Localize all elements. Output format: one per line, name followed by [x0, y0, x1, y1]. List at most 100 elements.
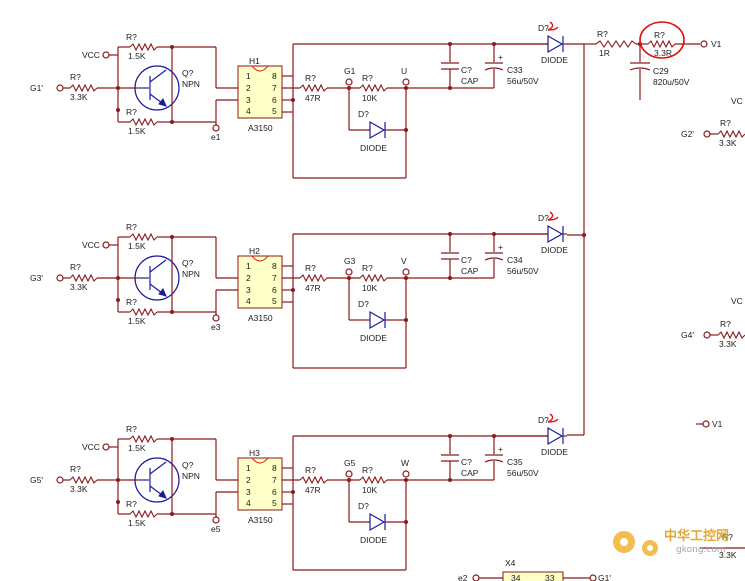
svg-text:R?: R?	[722, 532, 733, 542]
opto-part: A3150	[248, 123, 273, 133]
svg-text:6: 6	[272, 285, 277, 295]
svg-text:1.5K: 1.5K	[128, 443, 146, 453]
svg-text:33: 33	[545, 573, 555, 581]
svg-text:gkong.com: gkong.com	[676, 545, 726, 555]
vcc-label: VCC	[82, 442, 100, 452]
svg-text:3: 3	[246, 487, 251, 497]
cap-ref: C35	[507, 457, 523, 467]
svg-text:NPN: NPN	[182, 269, 200, 279]
emitter-label: e3	[211, 322, 221, 332]
svg-text:4: 4	[246, 106, 251, 116]
emitter-label: e5	[211, 524, 221, 534]
svg-text:C?: C?	[461, 457, 472, 467]
svg-text:47R: 47R	[305, 93, 321, 103]
svg-text:C29: C29	[653, 66, 669, 76]
svg-text:D?: D?	[538, 23, 549, 33]
svg-text:C?: C?	[461, 65, 472, 75]
svg-text:1: 1	[246, 71, 251, 81]
svg-text:3.3K: 3.3K	[719, 339, 737, 349]
svg-text:X4: X4	[505, 558, 516, 568]
svg-text:34: 34	[511, 573, 521, 581]
svg-text:8: 8	[272, 463, 277, 473]
opto-ref: H2	[249, 246, 260, 256]
gate-label: G5	[344, 458, 356, 468]
opto-part: A3150	[248, 515, 273, 525]
svg-text:CAP: CAP	[461, 76, 479, 86]
svg-text:10K: 10K	[362, 485, 377, 495]
svg-text:R?: R?	[126, 424, 137, 434]
svg-text:R?: R?	[126, 107, 137, 117]
cap-ref: C33	[507, 65, 523, 75]
cap-ref: C34	[507, 255, 523, 265]
svg-text:CAP: CAP	[461, 266, 479, 276]
top-right-labels: R? 1R R? 3.3R C29 820u/50V V1	[597, 29, 722, 87]
svg-text:1.5K: 1.5K	[128, 51, 146, 61]
svg-text:DIODE: DIODE	[360, 535, 387, 545]
svg-text:R?: R?	[70, 262, 81, 272]
input-label: G1'	[30, 83, 43, 93]
svg-text:R?: R?	[70, 464, 81, 474]
svg-text:4: 4	[246, 296, 251, 306]
svg-text:3.3K: 3.3K	[719, 550, 737, 560]
emitter-label: e1	[211, 132, 221, 142]
svg-text:D?: D?	[358, 501, 369, 511]
svg-text:1: 1	[246, 463, 251, 473]
svg-text:1.5K: 1.5K	[128, 518, 146, 528]
channel-3: G5'R?3.3KVCCR?1.5KR?1.5KQ?NPNe5H31234876…	[30, 413, 568, 571]
svg-text:D?: D?	[358, 109, 369, 119]
vcc-label: VCC	[82, 240, 100, 250]
svg-text:V1: V1	[712, 419, 723, 429]
svg-text:2: 2	[246, 475, 251, 485]
svg-text:47R: 47R	[305, 283, 321, 293]
svg-text:1.5K: 1.5K	[128, 316, 146, 326]
svg-text:+: +	[498, 52, 503, 62]
svg-text:D?: D?	[538, 213, 549, 223]
svg-text:7: 7	[272, 83, 277, 93]
svg-text:3: 3	[246, 95, 251, 105]
svg-text:R?: R?	[126, 499, 137, 509]
svg-text:1.5K: 1.5K	[128, 126, 146, 136]
svg-text:6: 6	[272, 95, 277, 105]
svg-text:Q?: Q?	[182, 258, 194, 268]
svg-text:8: 8	[272, 261, 277, 271]
svg-text:3.3K: 3.3K	[719, 138, 737, 148]
cap-value: 56u/50V	[507, 76, 539, 86]
svg-text:47R: 47R	[305, 485, 321, 495]
svg-text:D?: D?	[538, 415, 549, 425]
svg-text:e2: e2	[458, 573, 468, 581]
svg-text:3.3R: 3.3R	[654, 48, 672, 58]
svg-text:中华工控网: 中华工控网	[664, 528, 729, 544]
svg-text:R?: R?	[305, 263, 316, 273]
svg-text:4: 4	[246, 498, 251, 508]
input-label: G3'	[30, 273, 43, 283]
svg-text:1: 1	[246, 261, 251, 271]
opto-ref: H3	[249, 448, 260, 458]
svg-text:CAP: CAP	[461, 468, 479, 478]
svg-text:R?: R?	[126, 32, 137, 42]
svg-text:DIODE: DIODE	[360, 333, 387, 343]
svg-text:D?: D?	[358, 299, 369, 309]
svg-text:R?: R?	[362, 263, 373, 273]
svg-text:DIODE: DIODE	[360, 143, 387, 153]
phase-label: U	[401, 66, 407, 76]
svg-text:R?: R?	[720, 118, 731, 128]
svg-text:V1: V1	[711, 39, 722, 49]
svg-text:R?: R?	[362, 73, 373, 83]
svg-text:Q?: Q?	[182, 68, 194, 78]
svg-text:G2': G2'	[681, 129, 694, 139]
svg-text:7: 7	[272, 475, 277, 485]
right-partial-schematic: VC G2' R? 3.3K VC G4' R? 3.3K V1 R? 3.3K…	[458, 96, 745, 581]
vcc-label: VCC	[82, 50, 100, 60]
svg-text:R?: R?	[720, 319, 731, 329]
svg-text:G4': G4'	[681, 330, 694, 340]
svg-text:Q?: Q?	[182, 460, 194, 470]
svg-text:5: 5	[272, 498, 277, 508]
input-label: G5'	[30, 475, 43, 485]
red-annotation-circle	[639, 21, 685, 59]
cap-value: 56u/50V	[507, 266, 539, 276]
svg-text:R?: R?	[654, 30, 665, 40]
svg-text:820u/50V: 820u/50V	[653, 77, 690, 87]
svg-text:1R: 1R	[599, 48, 610, 58]
svg-text:R?: R?	[597, 29, 608, 39]
